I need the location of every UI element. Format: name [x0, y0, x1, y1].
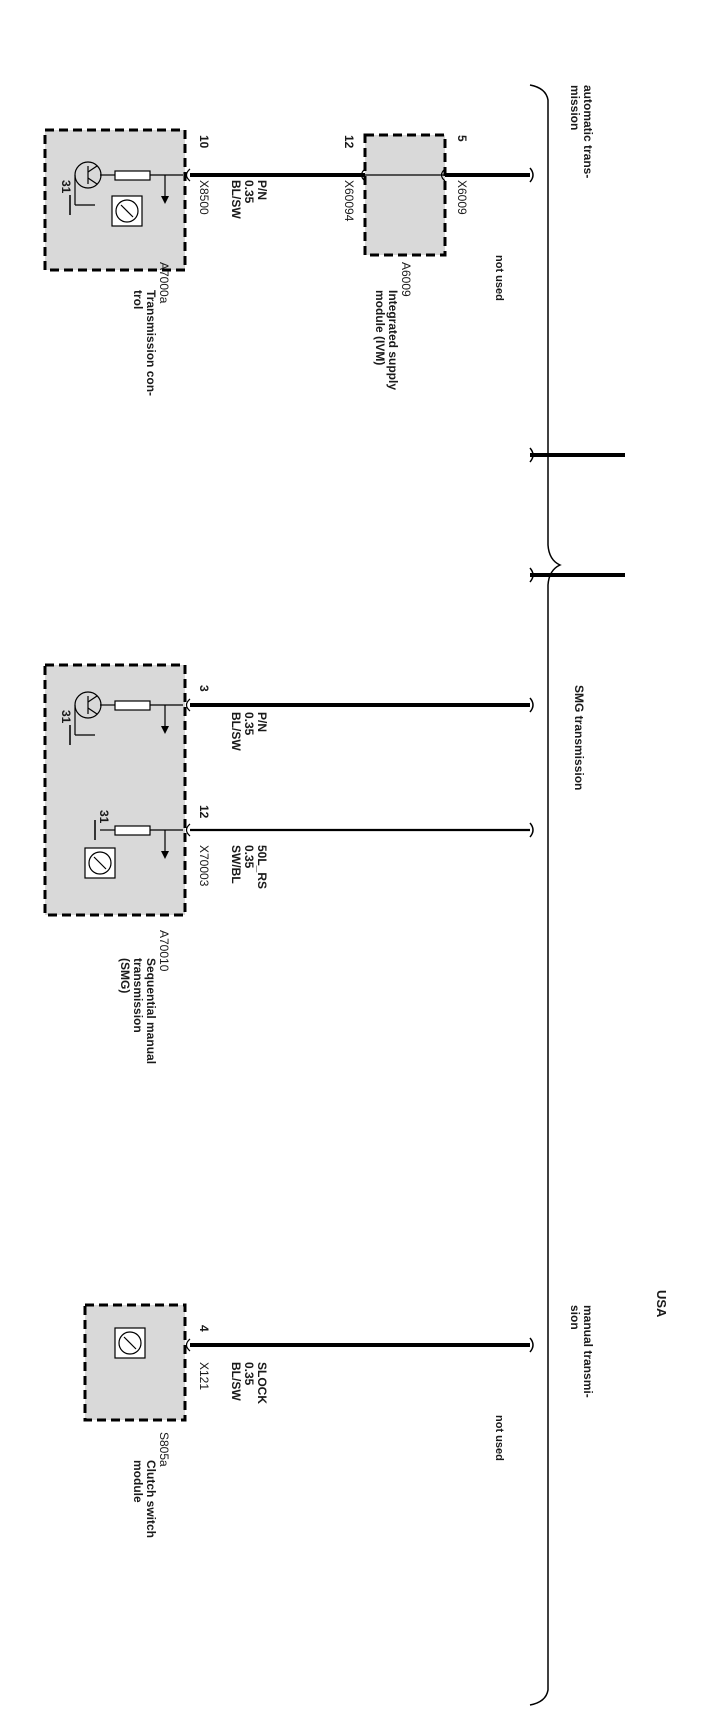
wire-manual-label: SLOCK 0.35 BL/SW	[229, 1362, 269, 1404]
smg-resistor-1	[114, 700, 151, 711]
smg-connector: X70003	[197, 845, 211, 887]
smg-ground-1: 31	[59, 710, 73, 724]
section-brace-top	[529, 84, 562, 1706]
smg-resistor-2	[114, 825, 151, 836]
wire-auto-input-end	[529, 167, 534, 183]
wire-auto-label: P/N 0.35 BL/SW	[229, 180, 269, 219]
ivm-name: Integrated supply module (IVM)	[373, 290, 400, 391]
region-label: USA	[654, 1290, 669, 1318]
clutch-connector: X121	[197, 1362, 211, 1391]
wire-smg2-label: 50L_RS 0.35 SW/BL	[229, 845, 269, 890]
tcu-pin: 10	[197, 135, 211, 149]
clutch-pin: 4	[197, 1325, 211, 1332]
ivm-conn-top	[440, 168, 446, 182]
tcu-arrow-head	[161, 196, 169, 204]
smg-pin-1: 3	[197, 685, 211, 692]
smg-conn-1	[185, 698, 191, 712]
clutch-box	[83, 1303, 187, 1422]
clutch-id: S805a	[157, 1432, 171, 1467]
tcu-sensor-circle	[115, 199, 139, 223]
ivm-pin-top: 5	[455, 135, 469, 142]
ivm-connector-bottom: X60094	[342, 180, 356, 222]
smg-conn-2	[185, 823, 191, 837]
smg-name: Sequential manual transmission (SMG)	[118, 958, 158, 1065]
note-not-used-auto: not used	[493, 255, 505, 301]
tcu-id: A7000a	[157, 262, 171, 304]
note-not-used-manual: not used	[493, 1415, 505, 1461]
section-title-automatic: automatic trans- mission	[568, 85, 595, 179]
tcu-name: Transmission con- trol	[131, 290, 158, 397]
ivm-connector-top: X6009	[455, 180, 469, 215]
ivm-box	[363, 133, 447, 257]
section-title-manual: manual transmi- sion	[568, 1305, 595, 1398]
smg-id: A70010	[157, 930, 171, 972]
section-title-smg: SMG transmission	[572, 685, 586, 791]
smg-pin-2: 12	[197, 805, 211, 819]
ivm-id: A6009	[399, 262, 413, 297]
tcu-ground-label: 31	[59, 180, 73, 194]
tcu-resistor	[114, 170, 151, 181]
ivm-pin-bottom: 12	[342, 135, 356, 149]
clutch-conn	[185, 1338, 191, 1352]
clutch-name: Clutch switch module	[131, 1460, 158, 1539]
wire-smg1-label: P/N 0.35 BL/SW	[229, 712, 269, 751]
smg-ground-2: 31	[97, 810, 111, 824]
tcu-sensor-square	[111, 195, 143, 227]
tcu-connector: X8500	[197, 180, 211, 215]
tcu-conn	[185, 168, 191, 182]
